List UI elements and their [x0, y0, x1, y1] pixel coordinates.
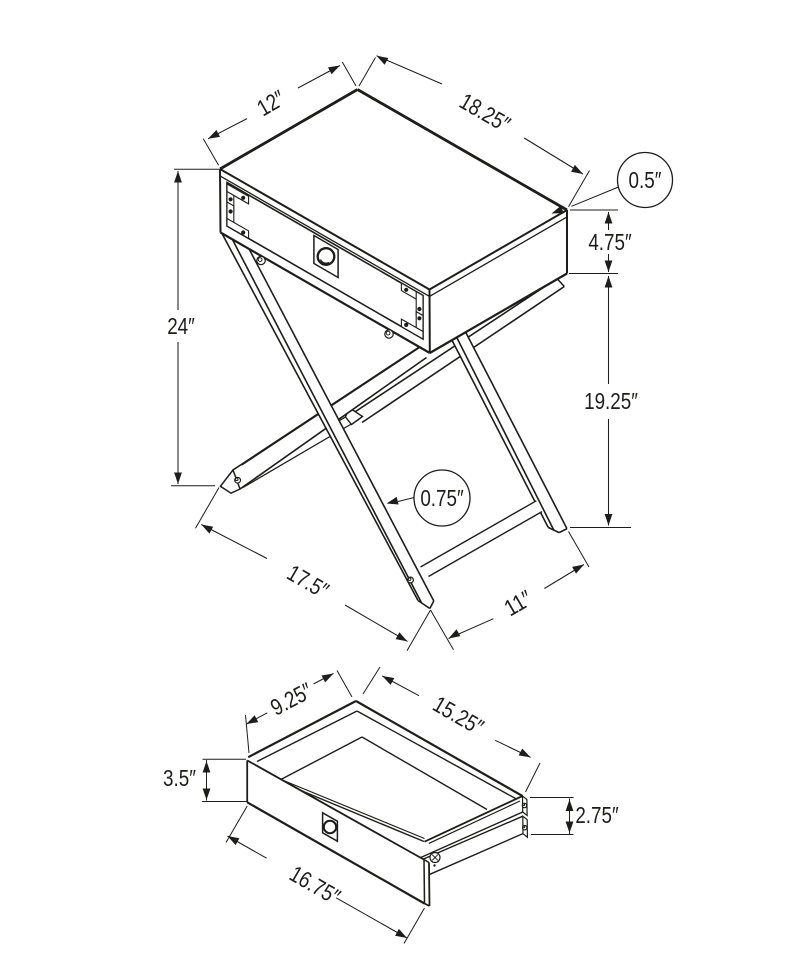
svg-text:3.5″: 3.5″	[163, 765, 196, 791]
svg-text:24″: 24″	[167, 313, 195, 339]
svg-text:0.5″: 0.5″	[629, 167, 662, 193]
svg-text:4.75″: 4.75″	[588, 229, 631, 255]
svg-text:2.75″: 2.75″	[575, 802, 618, 828]
svg-text:0.75″: 0.75″	[420, 485, 463, 511]
svg-text:19.25″: 19.25″	[584, 388, 638, 414]
